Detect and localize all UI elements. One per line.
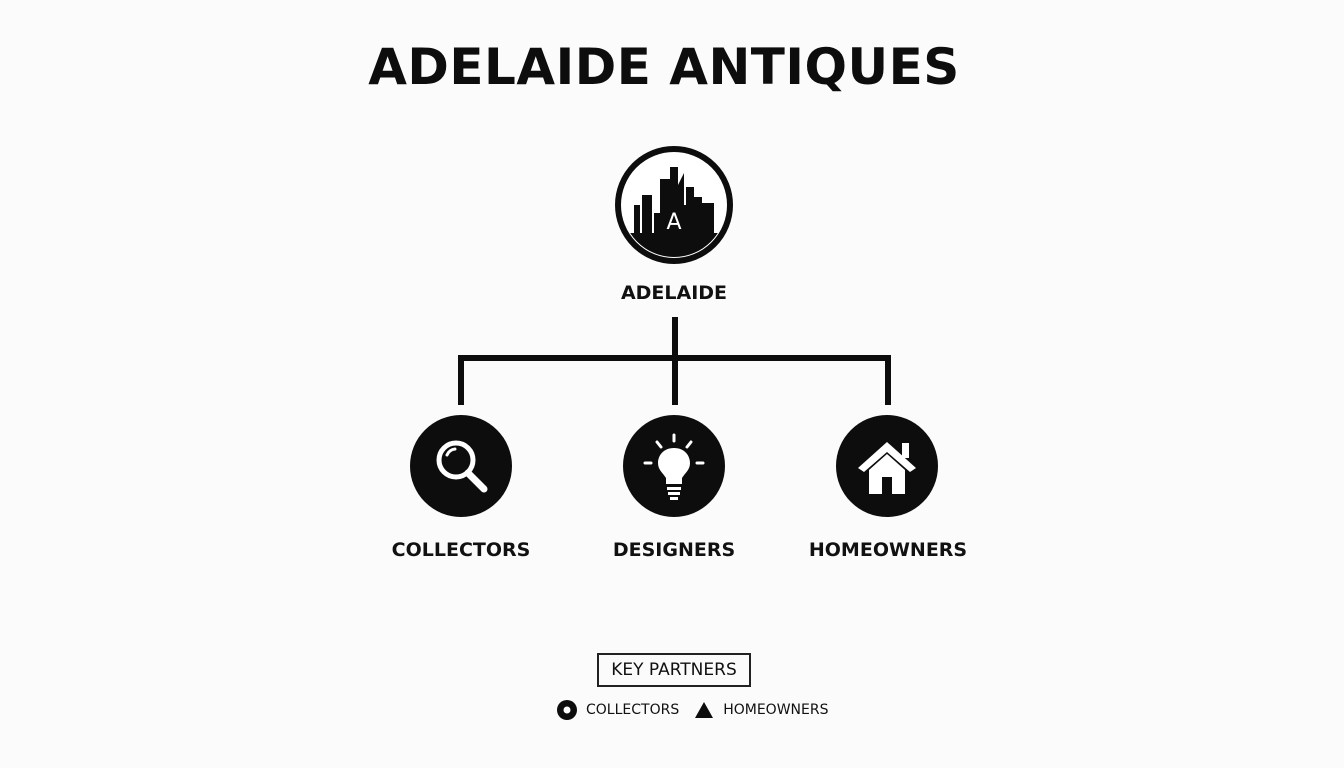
root-icon-letter: A xyxy=(666,210,681,235)
city-skyline-icon: A xyxy=(614,145,734,265)
legend-label-homeowners: HOMEOWNERS xyxy=(723,702,829,718)
root-node-label: ADELAIDE xyxy=(620,282,728,304)
legend-item-homeowners: HOMEOWNERS xyxy=(693,699,828,721)
house-icon xyxy=(836,415,938,517)
child-label-homeowners: HOMEOWNERS xyxy=(808,539,968,561)
dot-circle-marker-icon xyxy=(557,700,577,720)
legend-item-collectors: COLLECTORS xyxy=(556,699,679,721)
legend-label-collectors: COLLECTORS xyxy=(586,702,680,718)
key-partners-box: KEY PARTNERS xyxy=(597,653,751,687)
diagram-title: ADELAIDE ANTIQUES xyxy=(368,38,960,96)
child-label-designers: DESIGNERS xyxy=(612,539,736,561)
magnifier-icon xyxy=(410,415,512,517)
triangle-marker-icon xyxy=(695,702,714,718)
child-label-collectors: COLLECTORS xyxy=(391,539,531,561)
lightbulb-icon xyxy=(623,415,725,517)
legend: COLLECTORS HOMEOWNERS xyxy=(556,699,842,721)
